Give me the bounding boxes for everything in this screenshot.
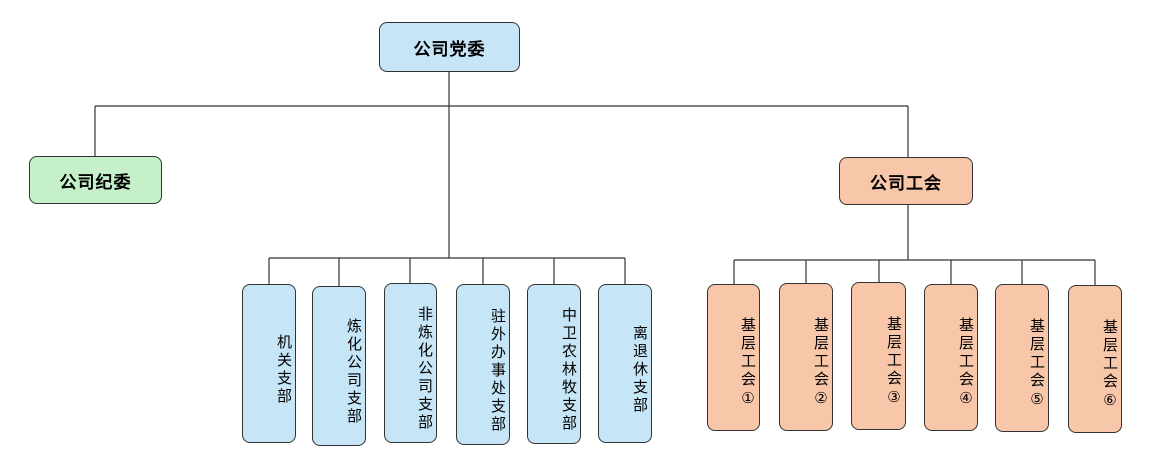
node-branch: 中卫农林牧支部 — [527, 284, 581, 444]
node-party-committee-label: 公司党委 — [413, 39, 486, 60]
node-grassroots-union-label: 基层工会② — [812, 316, 830, 410]
node-grassroots-union: 基层工会⑥ — [1068, 285, 1122, 433]
node-branch-label: 机关支部 — [275, 333, 293, 406]
node-branch-label: 中卫农林牧支部 — [560, 307, 578, 433]
node-branch-label: 非炼化公司支部 — [416, 306, 434, 432]
node-grassroots-union-label: 基层工会④ — [957, 317, 975, 410]
node-grassroots-union: 基层工会① — [707, 284, 760, 431]
node-grassroots-union-label: 基层工会① — [739, 317, 757, 410]
node-grassroots-union: 基层工会③ — [851, 282, 906, 430]
node-branch-label: 离退休支部 — [631, 324, 649, 415]
node-branch: 非炼化公司支部 — [384, 283, 437, 443]
node-discipline-committee-label: 公司纪委 — [59, 172, 132, 193]
node-company-union: 公司工会 — [839, 157, 973, 205]
node-branch: 炼化公司支部 — [312, 286, 366, 446]
node-grassroots-union-label: 基层工会⑥ — [1101, 318, 1119, 412]
node-grassroots-union: 基层工会② — [779, 283, 833, 431]
node-party-committee: 公司党委 — [379, 22, 520, 72]
node-branch-label: 炼化公司支部 — [345, 318, 363, 426]
node-grassroots-union-label: 基层工会⑤ — [1028, 317, 1046, 411]
node-company-union-label: 公司工会 — [870, 173, 942, 194]
node-branch: 离退休支部 — [598, 284, 652, 443]
node-grassroots-union: 基层工会⑤ — [995, 284, 1049, 432]
node-grassroots-union: 基层工会④ — [924, 284, 978, 431]
node-discipline-committee: 公司纪委 — [29, 156, 162, 204]
node-branch-label: 驻外办事处支部 — [489, 307, 507, 434]
node-grassroots-union-label: 基层工会③ — [885, 315, 903, 409]
node-branch: 机关支部 — [242, 284, 296, 443]
node-branch: 驻外办事处支部 — [456, 284, 510, 445]
